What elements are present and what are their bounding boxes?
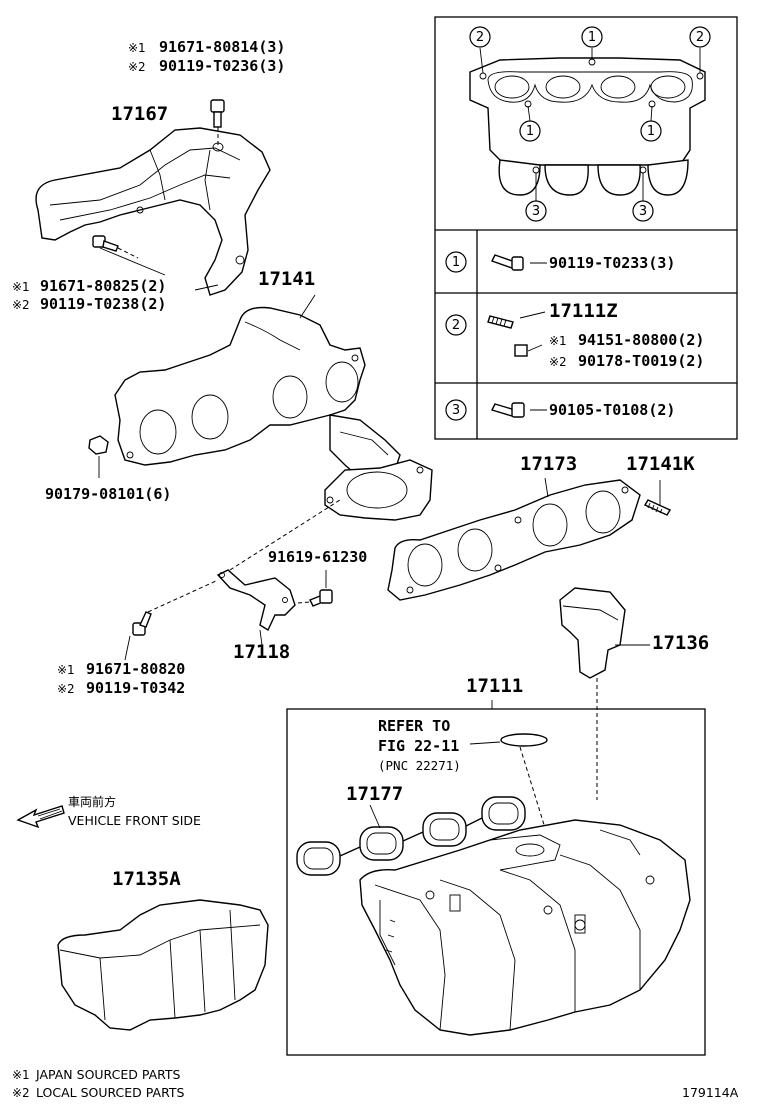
front-label-en: VEHICLE FRONT SIDE — [68, 813, 201, 828]
part-label-17135a: 17135A — [112, 868, 181, 890]
manifold-stay-17118 — [216, 569, 296, 632]
inset-manifold-drawing — [469, 57, 706, 196]
callout-1: 1 — [587, 30, 597, 45]
insulator-17135a — [57, 899, 269, 1031]
table-callout-1: 1 — [451, 255, 461, 270]
part-label-17173: 17173 — [520, 453, 578, 475]
part-label-top-bolt-2: 90119-T0236(3) — [159, 57, 286, 75]
front-label-jp: 車両前方 — [68, 795, 117, 809]
table-part-1: 90119-T0233(3) — [549, 254, 676, 272]
mark-2: ※2 — [12, 298, 30, 312]
part-label-17177: 17177 — [346, 783, 404, 805]
mark-2: ※2 — [128, 60, 146, 74]
mark-1: ※1 — [549, 334, 567, 348]
insulator-17136 — [559, 587, 626, 679]
part-label-17141: 17141 — [258, 268, 316, 290]
legend-note-2: LOCAL SOURCED PARTS — [36, 1085, 185, 1100]
front-arrow-icon — [16, 805, 65, 829]
inset-frame — [434, 16, 738, 440]
callout-1: 1 — [646, 124, 656, 139]
mark-2: ※2 — [57, 682, 75, 696]
callout-3: 3 — [638, 204, 648, 219]
table-part-2b: 90178-T0019(2) — [578, 352, 705, 370]
part-label-17141k: 17141K — [626, 453, 695, 475]
legend-note-1: JAPAN SOURCED PARTS — [36, 1067, 181, 1082]
refer-line-3: (PNC 22271) — [378, 758, 461, 773]
intake-manifold-frame — [286, 708, 706, 1056]
table-callout-3: 3 — [451, 403, 461, 418]
callout-3: 3 — [531, 204, 541, 219]
part-label-cover-bolt-1: 91671-80825(2) — [40, 277, 167, 295]
callout-2: 2 — [475, 30, 485, 45]
heat-insulator-17167 — [35, 127, 271, 296]
part-label-cover-bolt-2: 90119-T0238(2) — [40, 295, 167, 313]
mark-1: ※1 — [128, 41, 146, 55]
mark-2: ※2 — [549, 355, 567, 369]
callout-2: 2 — [695, 30, 705, 45]
part-label-bracket-bolt: 91619-61230 — [268, 548, 368, 566]
legend-mark-1: ※1 — [12, 1068, 30, 1082]
exhaust-manifold-17141 — [114, 306, 433, 521]
part-label-17118: 17118 — [233, 641, 291, 663]
refer-line-1: REFER TO — [378, 717, 451, 735]
table-part-3: 90105-T0108(2) — [549, 401, 676, 419]
part-label-nut: 90179-08101(6) — [45, 485, 172, 503]
part-label-17136: 17136 — [652, 632, 710, 654]
mark-1: ※1 — [12, 280, 30, 294]
part-label-stay-bolt-1: 91671-80820 — [86, 660, 186, 678]
legend-mark-2: ※2 — [12, 1086, 30, 1100]
refer-line-2: FIG 22-11 — [378, 737, 460, 755]
gasket-17173 — [387, 479, 641, 601]
callout-1: 1 — [525, 124, 535, 139]
part-label-17167: 17167 — [111, 103, 169, 125]
part-label-stay-bolt-2: 90119-T0342 — [86, 679, 186, 697]
intake-manifold-17111 — [359, 819, 691, 1036]
mark-1: ※1 — [57, 663, 75, 677]
table-part-2a: 94151-80800(2) — [578, 331, 705, 349]
table-bolt-icons — [487, 254, 547, 418]
part-label-17111: 17111 — [466, 675, 524, 697]
part-label-17111z: 17111Z — [549, 300, 618, 322]
gasket-17177 — [296, 796, 526, 876]
part-label-top-bolt-1: 91671-80814(3) — [159, 38, 286, 56]
figure-id: 179114A — [682, 1085, 739, 1100]
table-callout-2: 2 — [451, 318, 461, 333]
